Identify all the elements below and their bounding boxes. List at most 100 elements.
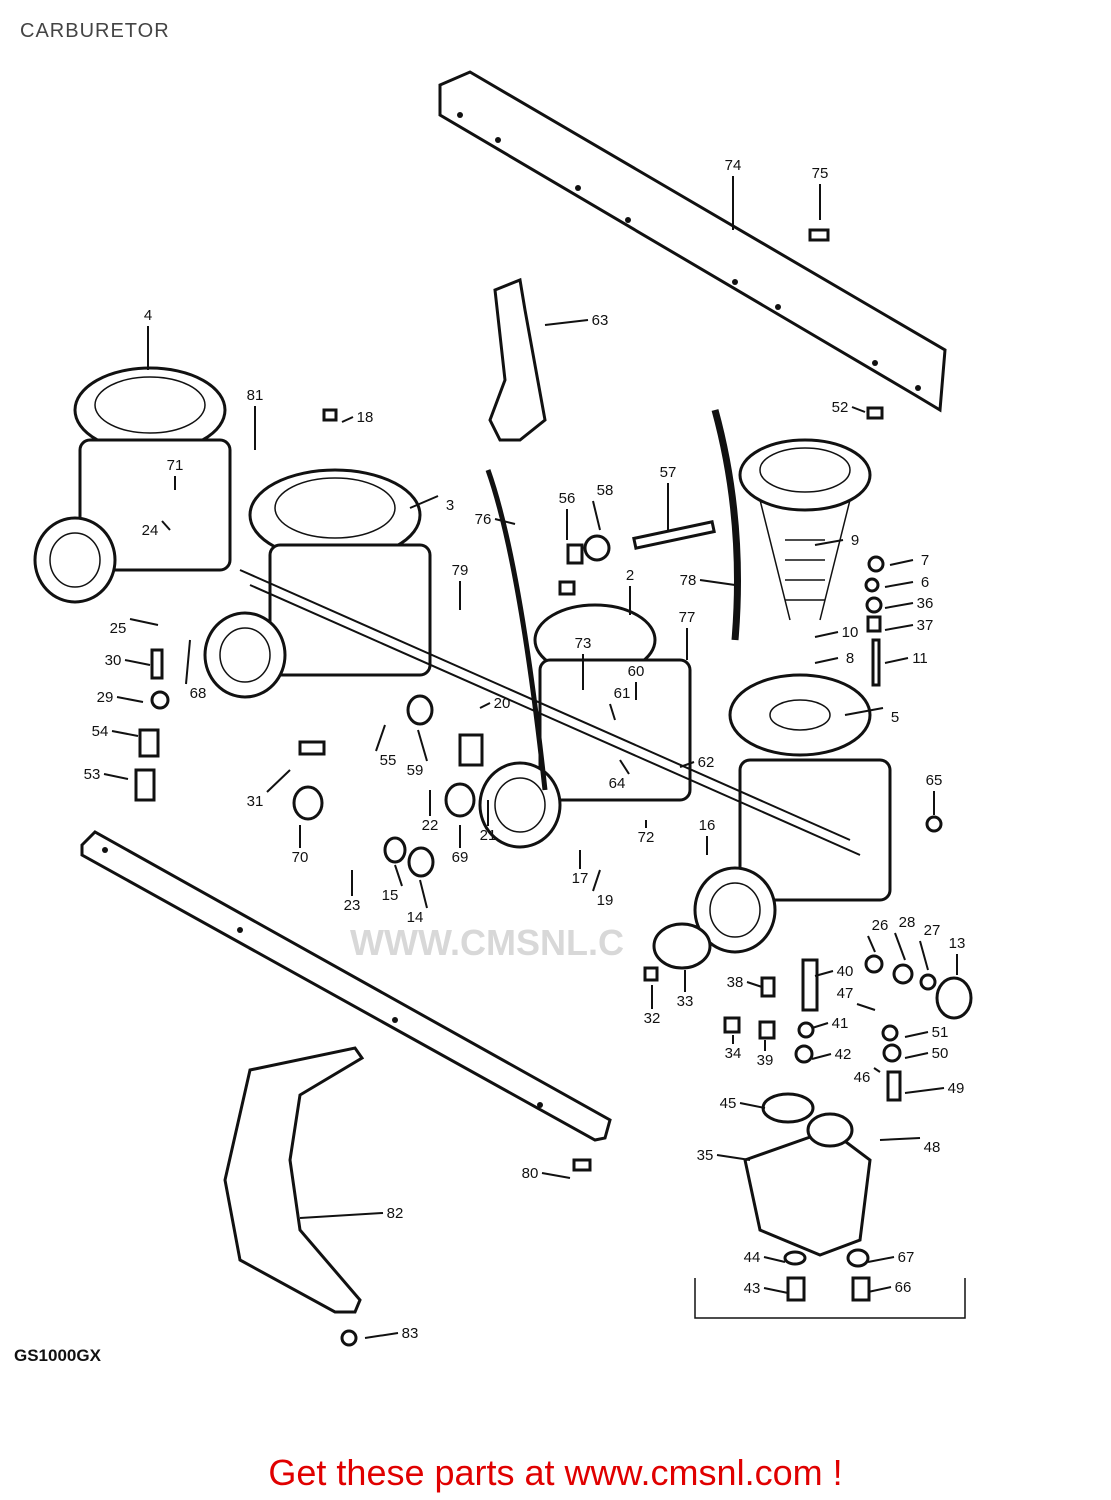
get-parts-link[interactable]: Get these parts at www.cmsnl.com ! — [268, 1452, 843, 1493]
part-number-22[interactable]: 22 — [422, 817, 439, 834]
part-number-44[interactable]: 44 — [744, 1249, 761, 1266]
part-number-34[interactable]: 34 — [725, 1045, 742, 1062]
part-number-10[interactable]: 10 — [842, 624, 859, 641]
part-number-75[interactable]: 75 — [812, 165, 829, 182]
part-number-36[interactable]: 36 — [917, 595, 934, 612]
part-number-68[interactable]: 68 — [190, 685, 207, 702]
leader-line-8 — [814, 657, 839, 664]
leader-line-45 — [739, 1102, 766, 1109]
leader-line-26 — [867, 935, 876, 953]
part-number-13[interactable]: 13 — [949, 935, 966, 952]
part-number-16[interactable]: 16 — [699, 817, 716, 834]
part-number-71[interactable]: 71 — [167, 457, 184, 474]
part-number-52[interactable]: 52 — [832, 399, 849, 416]
part-number-28[interactable]: 28 — [899, 914, 916, 931]
part-number-63[interactable]: 63 — [592, 312, 609, 329]
part-number-79[interactable]: 79 — [452, 562, 469, 579]
part-number-50[interactable]: 50 — [932, 1045, 949, 1062]
part-number-47[interactable]: 47 — [837, 985, 854, 1002]
leader-line-24 — [161, 520, 171, 531]
part-number-80[interactable]: 80 — [522, 1165, 539, 1182]
part-number-17[interactable]: 17 — [572, 870, 589, 887]
part-number-41[interactable]: 41 — [832, 1015, 849, 1032]
part-number-7[interactable]: 7 — [921, 552, 929, 569]
plate-part — [652, 922, 712, 970]
part-number-3[interactable]: 3 — [446, 497, 454, 514]
part-number-2[interactable]: 2 — [626, 567, 634, 584]
part-number-26[interactable]: 26 — [872, 917, 889, 934]
part-number-30[interactable]: 30 — [105, 652, 122, 669]
part-number-35[interactable]: 35 — [697, 1147, 714, 1164]
part-number-56[interactable]: 56 — [559, 490, 576, 507]
part-number-39[interactable]: 39 — [757, 1052, 774, 1069]
part-number-72[interactable]: 72 — [638, 829, 655, 846]
part-number-66[interactable]: 66 — [895, 1279, 912, 1296]
part-number-55[interactable]: 55 — [380, 752, 397, 769]
part-number-65[interactable]: 65 — [926, 772, 943, 789]
part-number-57[interactable]: 57 — [660, 464, 677, 481]
part-number-62[interactable]: 62 — [698, 754, 715, 771]
part-number-31[interactable]: 31 — [247, 793, 264, 810]
part-number-24[interactable]: 24 — [142, 522, 159, 539]
part-number-61[interactable]: 61 — [614, 685, 631, 702]
part-number-27[interactable]: 27 — [924, 922, 941, 939]
part-number-73[interactable]: 73 — [575, 635, 592, 652]
part-number-46[interactable]: 46 — [854, 1069, 871, 1086]
part-number-32[interactable]: 32 — [644, 1010, 661, 1027]
leader-line-27 — [919, 940, 929, 971]
part-number-21[interactable]: 21 — [480, 827, 497, 844]
part-number-45[interactable]: 45 — [720, 1095, 737, 1112]
part-number-49[interactable]: 49 — [948, 1080, 965, 1097]
leader-line-38 — [746, 981, 763, 988]
leader-line-6 — [884, 581, 914, 588]
part-number-20[interactable]: 20 — [494, 695, 511, 712]
part-number-69[interactable]: 69 — [452, 849, 469, 866]
leader-line-47 — [856, 1003, 876, 1011]
part-number-53[interactable]: 53 — [84, 766, 101, 783]
part-number-9[interactable]: 9 — [851, 532, 859, 549]
part-number-58[interactable]: 58 — [597, 482, 614, 499]
part-number-59[interactable]: 59 — [407, 762, 424, 779]
part-number-25[interactable]: 25 — [110, 620, 127, 637]
part-number-48[interactable]: 48 — [924, 1139, 941, 1156]
carburetor-center-right-part — [478, 603, 692, 849]
part-number-42[interactable]: 42 — [835, 1046, 852, 1063]
part-number-14[interactable]: 14 — [407, 909, 424, 926]
part-number-6[interactable]: 6 — [921, 574, 929, 591]
part-number-23[interactable]: 23 — [344, 897, 361, 914]
part-number-78[interactable]: 78 — [680, 572, 697, 589]
part-number-51[interactable]: 51 — [932, 1024, 949, 1041]
leader-line-68 — [185, 639, 191, 685]
part-number-43[interactable]: 43 — [744, 1280, 761, 1297]
part-number-64[interactable]: 64 — [609, 775, 626, 792]
part-number-19[interactable]: 19 — [597, 892, 614, 909]
part-number-8[interactable]: 8 — [846, 650, 854, 667]
part-number-82[interactable]: 82 — [387, 1205, 404, 1222]
leader-line-30 — [124, 659, 151, 666]
part-number-37[interactable]: 37 — [917, 617, 934, 634]
part-number-11[interactable]: 11 — [912, 650, 928, 667]
part-number-54[interactable]: 54 — [92, 723, 109, 740]
leader-line-31 — [266, 769, 291, 793]
part-number-81[interactable]: 81 — [247, 387, 264, 404]
part-number-76[interactable]: 76 — [475, 511, 492, 528]
leader-line-58 — [592, 500, 601, 531]
part-number-18[interactable]: 18 — [357, 409, 374, 426]
leader-line-18 — [341, 416, 354, 423]
part-number-77[interactable]: 77 — [679, 609, 696, 626]
part-number-40[interactable]: 40 — [837, 963, 854, 980]
part-number-4[interactable]: 4 — [144, 307, 152, 324]
part-number-83[interactable]: 83 — [402, 1325, 419, 1342]
lower-bracket-part — [80, 830, 612, 1142]
part-number-33[interactable]: 33 — [677, 993, 694, 1010]
leader-line-48 — [879, 1137, 921, 1141]
part-number-70[interactable]: 70 — [292, 849, 309, 866]
part-number-29[interactable]: 29 — [97, 689, 114, 706]
part-number-38[interactable]: 38 — [727, 974, 744, 991]
part-number-15[interactable]: 15 — [382, 887, 399, 904]
part-number-67[interactable]: 67 — [898, 1249, 915, 1266]
part-labels: 2345678910111314151617181920212223242526… — [84, 157, 966, 1342]
part-number-5[interactable]: 5 — [891, 709, 899, 726]
part-number-74[interactable]: 74 — [725, 157, 742, 174]
part-number-60[interactable]: 60 — [628, 663, 645, 680]
